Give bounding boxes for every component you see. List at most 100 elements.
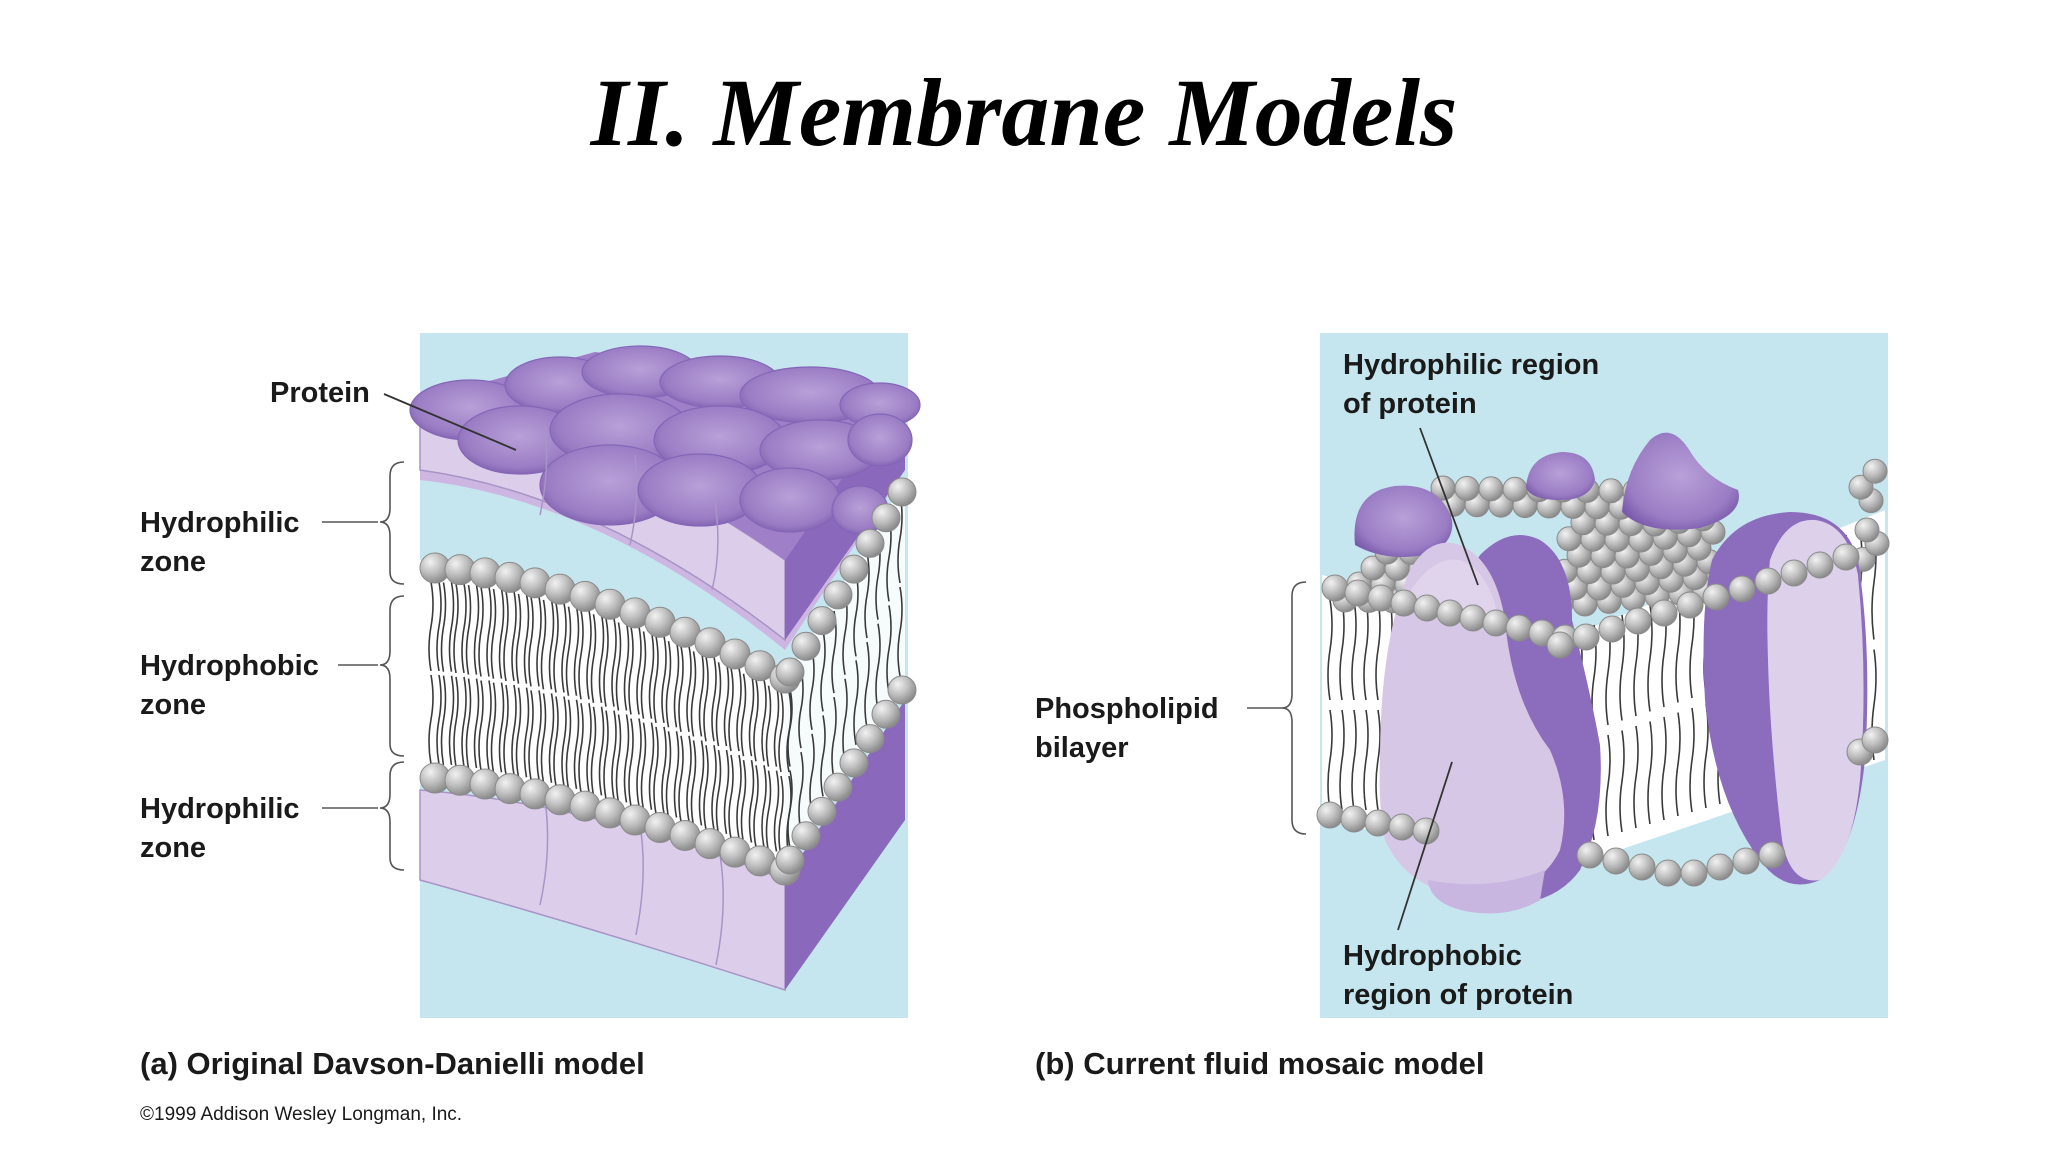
lipid-tail xyxy=(465,584,472,675)
leader-hydrophobic-region xyxy=(1397,761,1453,931)
lipid-tail xyxy=(753,679,759,762)
lipid-tail xyxy=(503,684,509,775)
lipid-tail xyxy=(553,696,559,786)
lipid-tail xyxy=(761,679,767,762)
phospholipid-head xyxy=(1624,607,1652,635)
lipid-tail xyxy=(787,770,793,849)
lipid-tail xyxy=(753,765,759,848)
label-hydrophilic-region: Hydrophilic region of protein xyxy=(1343,349,1607,420)
phospholipid-head xyxy=(1340,805,1368,833)
panel-a-phospholipid-heads xyxy=(419,477,917,886)
panel-a-davson-danielli: Protein Hydrophilic zone Hydrophobic zon… xyxy=(140,333,921,1081)
caption-panel-a: (a) Original Davson-Danielli model xyxy=(140,1046,645,1081)
lipid-tail xyxy=(778,775,784,857)
phospholipid-head xyxy=(1454,475,1480,501)
lipid-tail xyxy=(686,735,692,822)
lipid-tail xyxy=(590,614,597,703)
lipid-tail xyxy=(1339,599,1345,701)
lipid-tail xyxy=(523,593,530,684)
panel-a-front-dividers xyxy=(539,424,719,591)
lipid-tail xyxy=(553,603,559,693)
lipid-tail xyxy=(598,706,605,796)
lipid-tail xyxy=(711,745,717,830)
lipid-tail xyxy=(490,588,497,679)
lipid-tail xyxy=(715,749,722,835)
phospholipid-head xyxy=(807,796,837,826)
lipid-tail xyxy=(473,678,480,769)
lipid-tail xyxy=(1675,712,1681,817)
phospholipid-head xyxy=(871,503,901,533)
lipid-tail xyxy=(740,759,747,843)
lipid-tail xyxy=(548,693,555,783)
phospholipid-head xyxy=(775,845,805,875)
lipid-tail xyxy=(748,673,755,757)
panel-b-fluid-mosaic: Hydrophilic region of protein Phospholip… xyxy=(1035,333,1890,1081)
lipid-tail xyxy=(498,588,505,679)
lipid-tail xyxy=(703,656,709,742)
phospholipid-head xyxy=(1364,809,1392,837)
bracket-hydrophobic xyxy=(379,595,405,757)
lipid-tail xyxy=(465,678,472,769)
phospholipid-head xyxy=(744,650,776,682)
lipid-tail xyxy=(842,678,848,763)
lipid-tail xyxy=(653,636,659,724)
lipid-tail xyxy=(1375,599,1381,701)
lipid-tail xyxy=(853,571,859,657)
lipid-tail xyxy=(511,591,517,682)
label-protein: Protein xyxy=(270,377,370,409)
phospholipid-head xyxy=(1602,847,1630,875)
lipid-tail xyxy=(673,641,680,728)
lipid-tail xyxy=(897,586,903,677)
phospholipid-head xyxy=(1598,615,1626,643)
lipid-tail xyxy=(428,581,434,672)
lipid-tail xyxy=(798,669,804,749)
panel-a-top-protein-layer xyxy=(409,345,921,650)
lipid-tail xyxy=(798,751,804,831)
peripheral-protein-left xyxy=(1354,485,1453,558)
lipid-tail xyxy=(820,630,826,712)
phospholipid-head xyxy=(1546,631,1574,659)
phospholipid-head xyxy=(1854,517,1880,543)
label-hydrophobic-zone: Hydrophobic zone xyxy=(140,650,327,721)
lipid-tail xyxy=(461,583,467,674)
leader-protein xyxy=(383,393,517,451)
lipid-tail xyxy=(686,646,692,732)
lipid-tail xyxy=(515,593,522,684)
lipid-tail xyxy=(573,606,580,696)
bracket-hydrophilic-bottom xyxy=(379,761,405,871)
lipid-tail xyxy=(748,759,755,843)
phospholipid-head xyxy=(1780,559,1808,587)
lipid-tail xyxy=(853,660,859,745)
lipid-tail xyxy=(1661,716,1667,821)
lipid-tail xyxy=(1375,709,1381,811)
phospholipid-head xyxy=(1367,584,1395,612)
lipid-tail xyxy=(565,699,572,790)
phospholipid-head xyxy=(1576,841,1604,869)
lipid-tail xyxy=(448,582,455,672)
lipid-tail xyxy=(736,754,742,839)
lipid-tail xyxy=(536,596,542,687)
integral-protein-left xyxy=(1379,535,1601,914)
lipid-tail xyxy=(486,586,492,677)
lipid-tail xyxy=(440,582,447,672)
phospholipid-head xyxy=(1390,589,1418,617)
integral-protein-right xyxy=(1703,512,1868,885)
phospholipid-head xyxy=(1436,599,1464,627)
lipid-tail xyxy=(653,726,659,814)
lipid-tail xyxy=(523,687,530,778)
phospholipid-head xyxy=(1680,859,1708,887)
phospholipid-head xyxy=(1628,853,1656,881)
lipid-tail xyxy=(1647,604,1653,712)
lipid-tail xyxy=(636,626,642,715)
phospholipid-head xyxy=(1806,551,1834,579)
lipid-tail xyxy=(678,646,684,732)
phospholipid-head xyxy=(823,772,853,802)
lipid-tail xyxy=(578,610,584,700)
phospholipid-head xyxy=(823,580,853,610)
lipid-tail xyxy=(1327,709,1333,811)
phospholipid-head xyxy=(1862,458,1888,484)
phospholipid-head xyxy=(1861,726,1889,754)
lipid-tail xyxy=(503,591,509,682)
lipid-tail xyxy=(561,696,567,786)
